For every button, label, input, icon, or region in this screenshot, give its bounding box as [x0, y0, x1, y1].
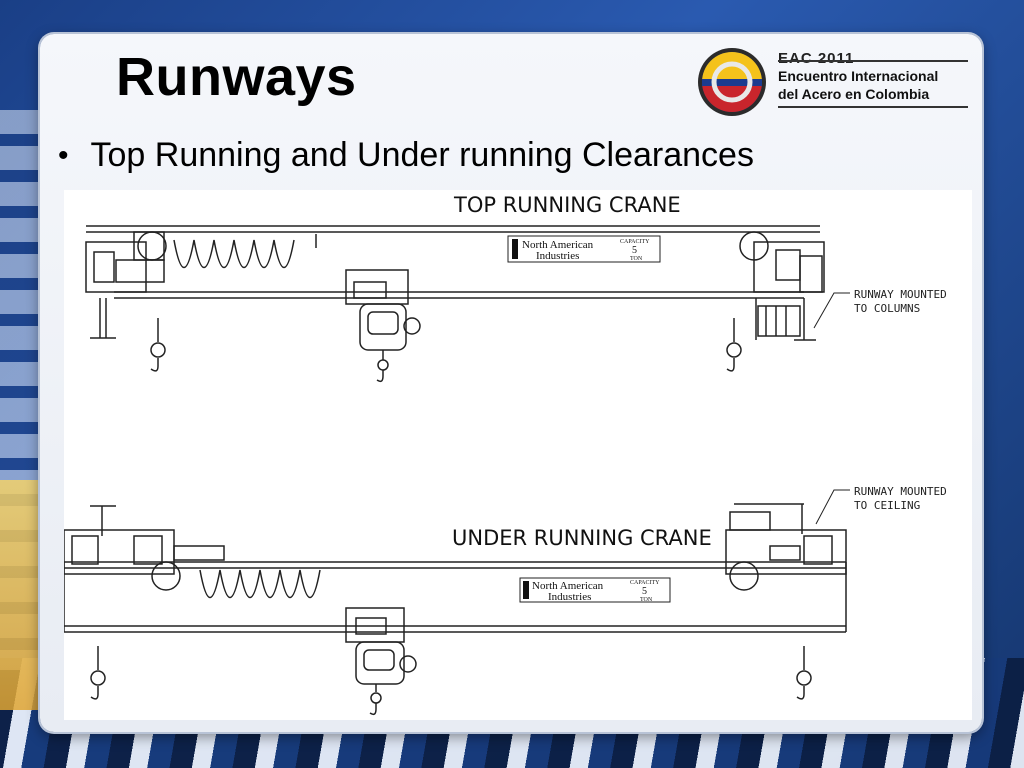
top-capacity-label: CAPACITY	[620, 239, 650, 245]
top-capacity-unit: TON	[630, 256, 643, 262]
logo-text-year: EAC 2011	[778, 50, 855, 67]
under-brand-line1: North American	[532, 580, 604, 592]
top-capacity-value: 5	[632, 245, 637, 256]
ceiling-label-line1: RUNWAY MOUNTED	[854, 485, 947, 498]
top-left-hook-icon	[150, 318, 166, 372]
ceiling-callout: RUNWAY MOUNTED TO CEILING	[815, 485, 947, 525]
columns-label-line2: TO COLUMNS	[854, 302, 920, 315]
under-right-hook-icon	[796, 646, 812, 700]
logo-rule-top	[778, 60, 968, 62]
top-brand-line2: Industries	[536, 250, 579, 262]
under-crane-structure	[64, 503, 847, 716]
crane-drawing: TOP RUNNING CRANE	[64, 190, 972, 720]
under-capacity-unit: TON	[640, 597, 653, 603]
eac-logo-badge-icon	[698, 48, 766, 116]
logo-text-line3: del Acero en Colombia	[778, 86, 930, 102]
top-nameplate: North American Industries CAPACITY 5 TON	[507, 235, 661, 263]
ceiling-label-line2: TO CEILING	[854, 499, 920, 512]
under-brand-line2: Industries	[548, 591, 591, 603]
columns-callout: RUNWAY MOUNTED TO COLUMNS	[813, 288, 947, 329]
slide-title: Runways	[116, 47, 357, 107]
logo-rule-bottom	[778, 106, 968, 108]
under-capacity-value: 5	[642, 586, 647, 597]
top-crane-heading: TOP RUNNING CRANE	[453, 193, 681, 217]
columns-label-line1: RUNWAY MOUNTED	[854, 288, 947, 301]
bullet-text: Top Running and Under running Clearances	[90, 136, 754, 174]
bullet-dot-icon: •	[58, 138, 69, 172]
under-crane-heading: UNDER RUNNING CRANE	[452, 526, 712, 550]
bullet-item: • Top Running and Under running Clearanc…	[58, 136, 754, 175]
eac-logo: EAC 2011 Encuentro Internacional del Ace…	[694, 46, 974, 118]
under-capacity-label: CAPACITY	[630, 580, 660, 586]
top-brand-line1: North American	[522, 239, 594, 251]
top-right-hook-icon	[726, 318, 742, 372]
crane-drawing-svg: TOP RUNNING CRANE	[64, 193, 947, 716]
under-nameplate: North American Industries CAPACITY 5 TON	[519, 577, 671, 603]
top-crane-structure	[85, 225, 825, 383]
logo-text-line2: Encuentro Internacional	[778, 68, 939, 84]
under-left-hook-icon	[90, 646, 106, 700]
